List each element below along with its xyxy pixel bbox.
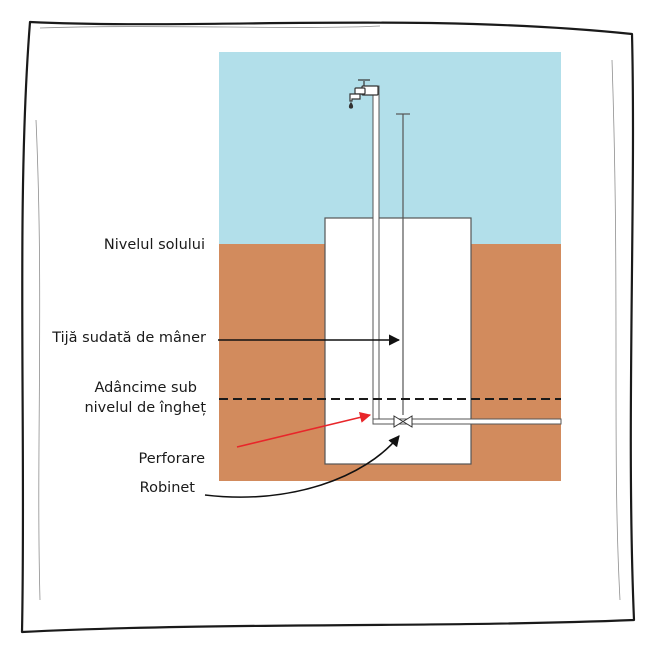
weep-hole-label: Perforare [138, 451, 206, 467]
ground-level-label: Nivelul solului [103, 237, 205, 253]
hand-drawn-frame-accent [35, 25, 621, 601]
weep-hole-pointer [236, 411, 372, 448]
welded-rod-label: Tijă sudată de mâner [52, 330, 206, 346]
frost-depth-label-line1: Adâncime sub [94, 380, 197, 396]
valve-icon [393, 415, 413, 428]
supply-pipe [372, 418, 562, 425]
sky-area [219, 52, 561, 244]
hand-drawn-frame [20, 20, 636, 634]
faucet-icon [348, 79, 379, 109]
drain-pit [324, 217, 472, 465]
riser-pipe [372, 85, 380, 424]
valve-label: Robinet [139, 480, 195, 496]
frost-depth-label-line2: nivelul de îngheț [84, 400, 206, 416]
valve-pointer [204, 435, 400, 498]
